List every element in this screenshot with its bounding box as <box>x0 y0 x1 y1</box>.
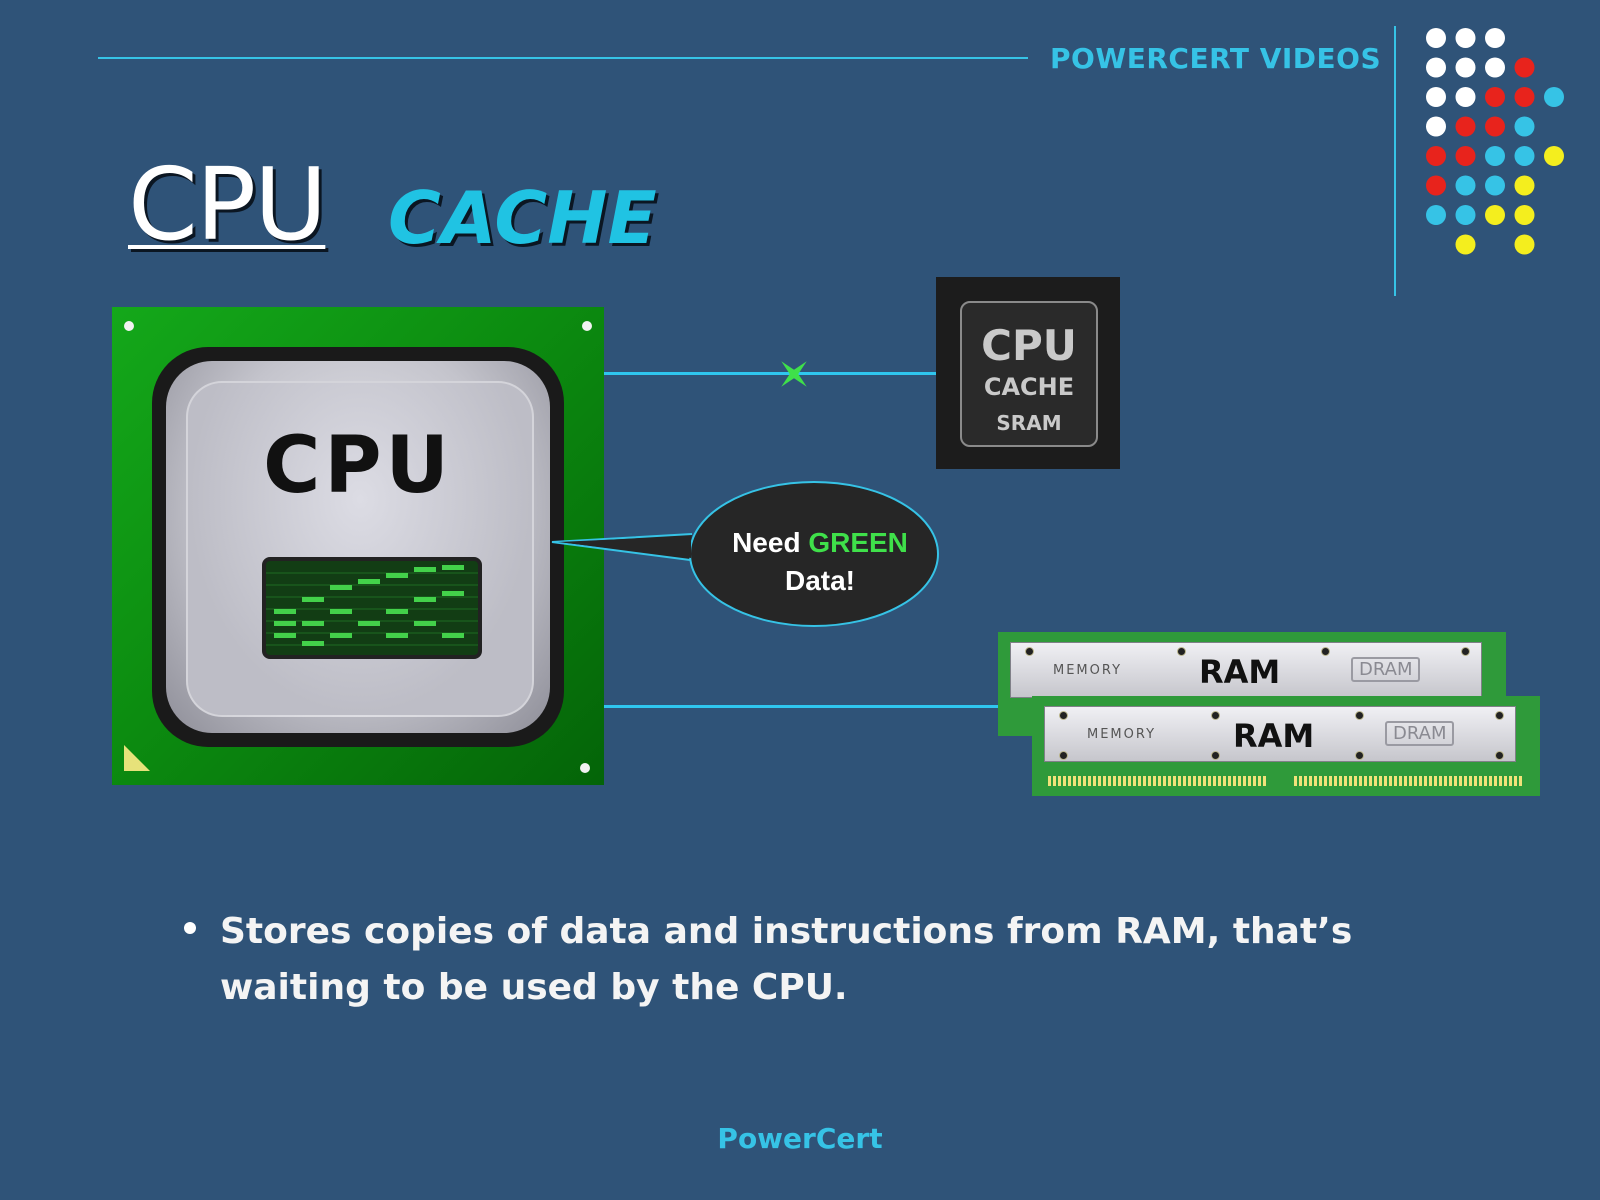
ram-memory-label: MEMORY <box>1087 727 1157 742</box>
rivet-icon <box>1321 647 1330 656</box>
cpu-to-ram-wire <box>604 705 1000 708</box>
decorative-dot <box>1514 205 1535 225</box>
cache-chip-line1: CPU <box>981 321 1077 370</box>
decorative-dot <box>1514 87 1535 107</box>
ram-label: RAM <box>1199 653 1281 691</box>
rivet-icon <box>1177 647 1186 656</box>
screw-icon <box>124 321 134 331</box>
brand-footer: PowerCert <box>717 1122 883 1155</box>
rivet-icon <box>1355 711 1364 720</box>
decorative-dot <box>1426 205 1446 225</box>
screw-icon <box>580 763 590 773</box>
decorative-dot <box>1485 146 1505 166</box>
decorative-dot <box>1426 28 1446 48</box>
rivet-icon <box>1495 711 1504 720</box>
page-title: CPU <box>128 146 327 263</box>
decorative-dot <box>1544 87 1564 107</box>
ram-memory-label: MEMORY <box>1053 663 1123 678</box>
decorative-dot <box>1485 57 1505 78</box>
decorative-dot <box>1485 87 1505 107</box>
decorative-dot <box>1485 205 1505 225</box>
rivet-icon <box>1025 647 1034 656</box>
speech-bubble-text: Need GREEN Data! <box>690 524 950 600</box>
decorative-dot <box>1455 87 1476 107</box>
ram-module-label-plate: MEMORY RAM DRAM <box>1010 642 1482 698</box>
cache-sram-chip: CPU CACHE SRAM <box>936 277 1120 469</box>
decorative-dot <box>1426 116 1446 137</box>
decorative-dot <box>1544 146 1564 166</box>
decorative-dot <box>1485 116 1505 137</box>
cache-chip-line3: SRAM <box>996 411 1062 435</box>
ram-dram-label: DRAM <box>1385 721 1455 746</box>
ram-contact-pins <box>1048 776 1268 786</box>
rivet-icon <box>1461 647 1470 656</box>
cache-chip-face: CPU CACHE SRAM <box>960 301 1098 447</box>
bubble-word-data: Data! <box>784 565 855 596</box>
decorative-dot <box>1514 234 1535 255</box>
decorative-dot <box>1426 146 1446 166</box>
screw-icon <box>582 321 592 331</box>
decorative-dot <box>1514 116 1535 137</box>
ram-contact-pins <box>1294 776 1524 786</box>
bullet-text: Stores copies of data and instructions f… <box>220 911 1353 1008</box>
ram-module-label-plate: MEMORY RAM DRAM <box>1044 706 1516 762</box>
cpu-inner-plate <box>186 381 534 717</box>
decorative-dot <box>1514 57 1535 78</box>
decorative-dot <box>1455 116 1476 137</box>
sparkle-icon <box>781 361 807 387</box>
decorative-dot <box>1485 175 1505 196</box>
decorative-dot <box>1514 175 1535 196</box>
cache-chip-line2: CACHE <box>983 373 1075 401</box>
pin1-marker-icon <box>124 745 150 771</box>
bubble-word-green: GREEN <box>808 527 908 558</box>
decorative-dot <box>1426 175 1446 196</box>
decorative-dot <box>1426 57 1446 78</box>
decorative-dot <box>1514 146 1535 166</box>
vertical-rule <box>1394 26 1396 296</box>
rivet-icon <box>1495 751 1504 760</box>
bullet-marker <box>184 922 196 934</box>
decorative-dot <box>1455 28 1476 48</box>
cpu-heat-spreader-frame: CPU <box>152 347 564 747</box>
rivet-icon <box>1059 711 1068 720</box>
rivet-icon <box>1211 711 1220 720</box>
cpu-data-display <box>262 557 482 659</box>
rivet-icon <box>1059 751 1068 760</box>
decorative-dot-grid <box>1426 28 1564 255</box>
brand-header: POWERCERT VIDEOS <box>1050 42 1382 75</box>
ram-label: RAM <box>1233 717 1315 755</box>
page-title-accent: CACHE <box>388 176 657 260</box>
ram-module: MEMORY RAM DRAM <box>1032 696 1540 796</box>
decorative-dot <box>1485 28 1505 48</box>
data-bars-icon <box>266 565 478 646</box>
header-rule <box>98 57 1028 59</box>
rivet-icon <box>1211 751 1220 760</box>
cpu-to-cache-wire <box>604 372 936 375</box>
bubble-word-need: Need <box>732 527 801 558</box>
speech-bubble <box>551 481 939 627</box>
cpu-heat-spreader: CPU <box>166 361 550 733</box>
cpu-label: CPU <box>263 421 453 511</box>
decorative-dot <box>1426 87 1446 107</box>
decorative-dot <box>1455 175 1476 196</box>
cpu-chip: CPU <box>112 307 604 785</box>
decorative-dot <box>1455 57 1476 78</box>
ram-dram-label: DRAM <box>1351 657 1421 682</box>
decorative-dot <box>1455 234 1476 255</box>
rivet-icon <box>1355 751 1364 760</box>
decorative-dot <box>1455 205 1476 225</box>
decorative-dot <box>1455 146 1476 166</box>
